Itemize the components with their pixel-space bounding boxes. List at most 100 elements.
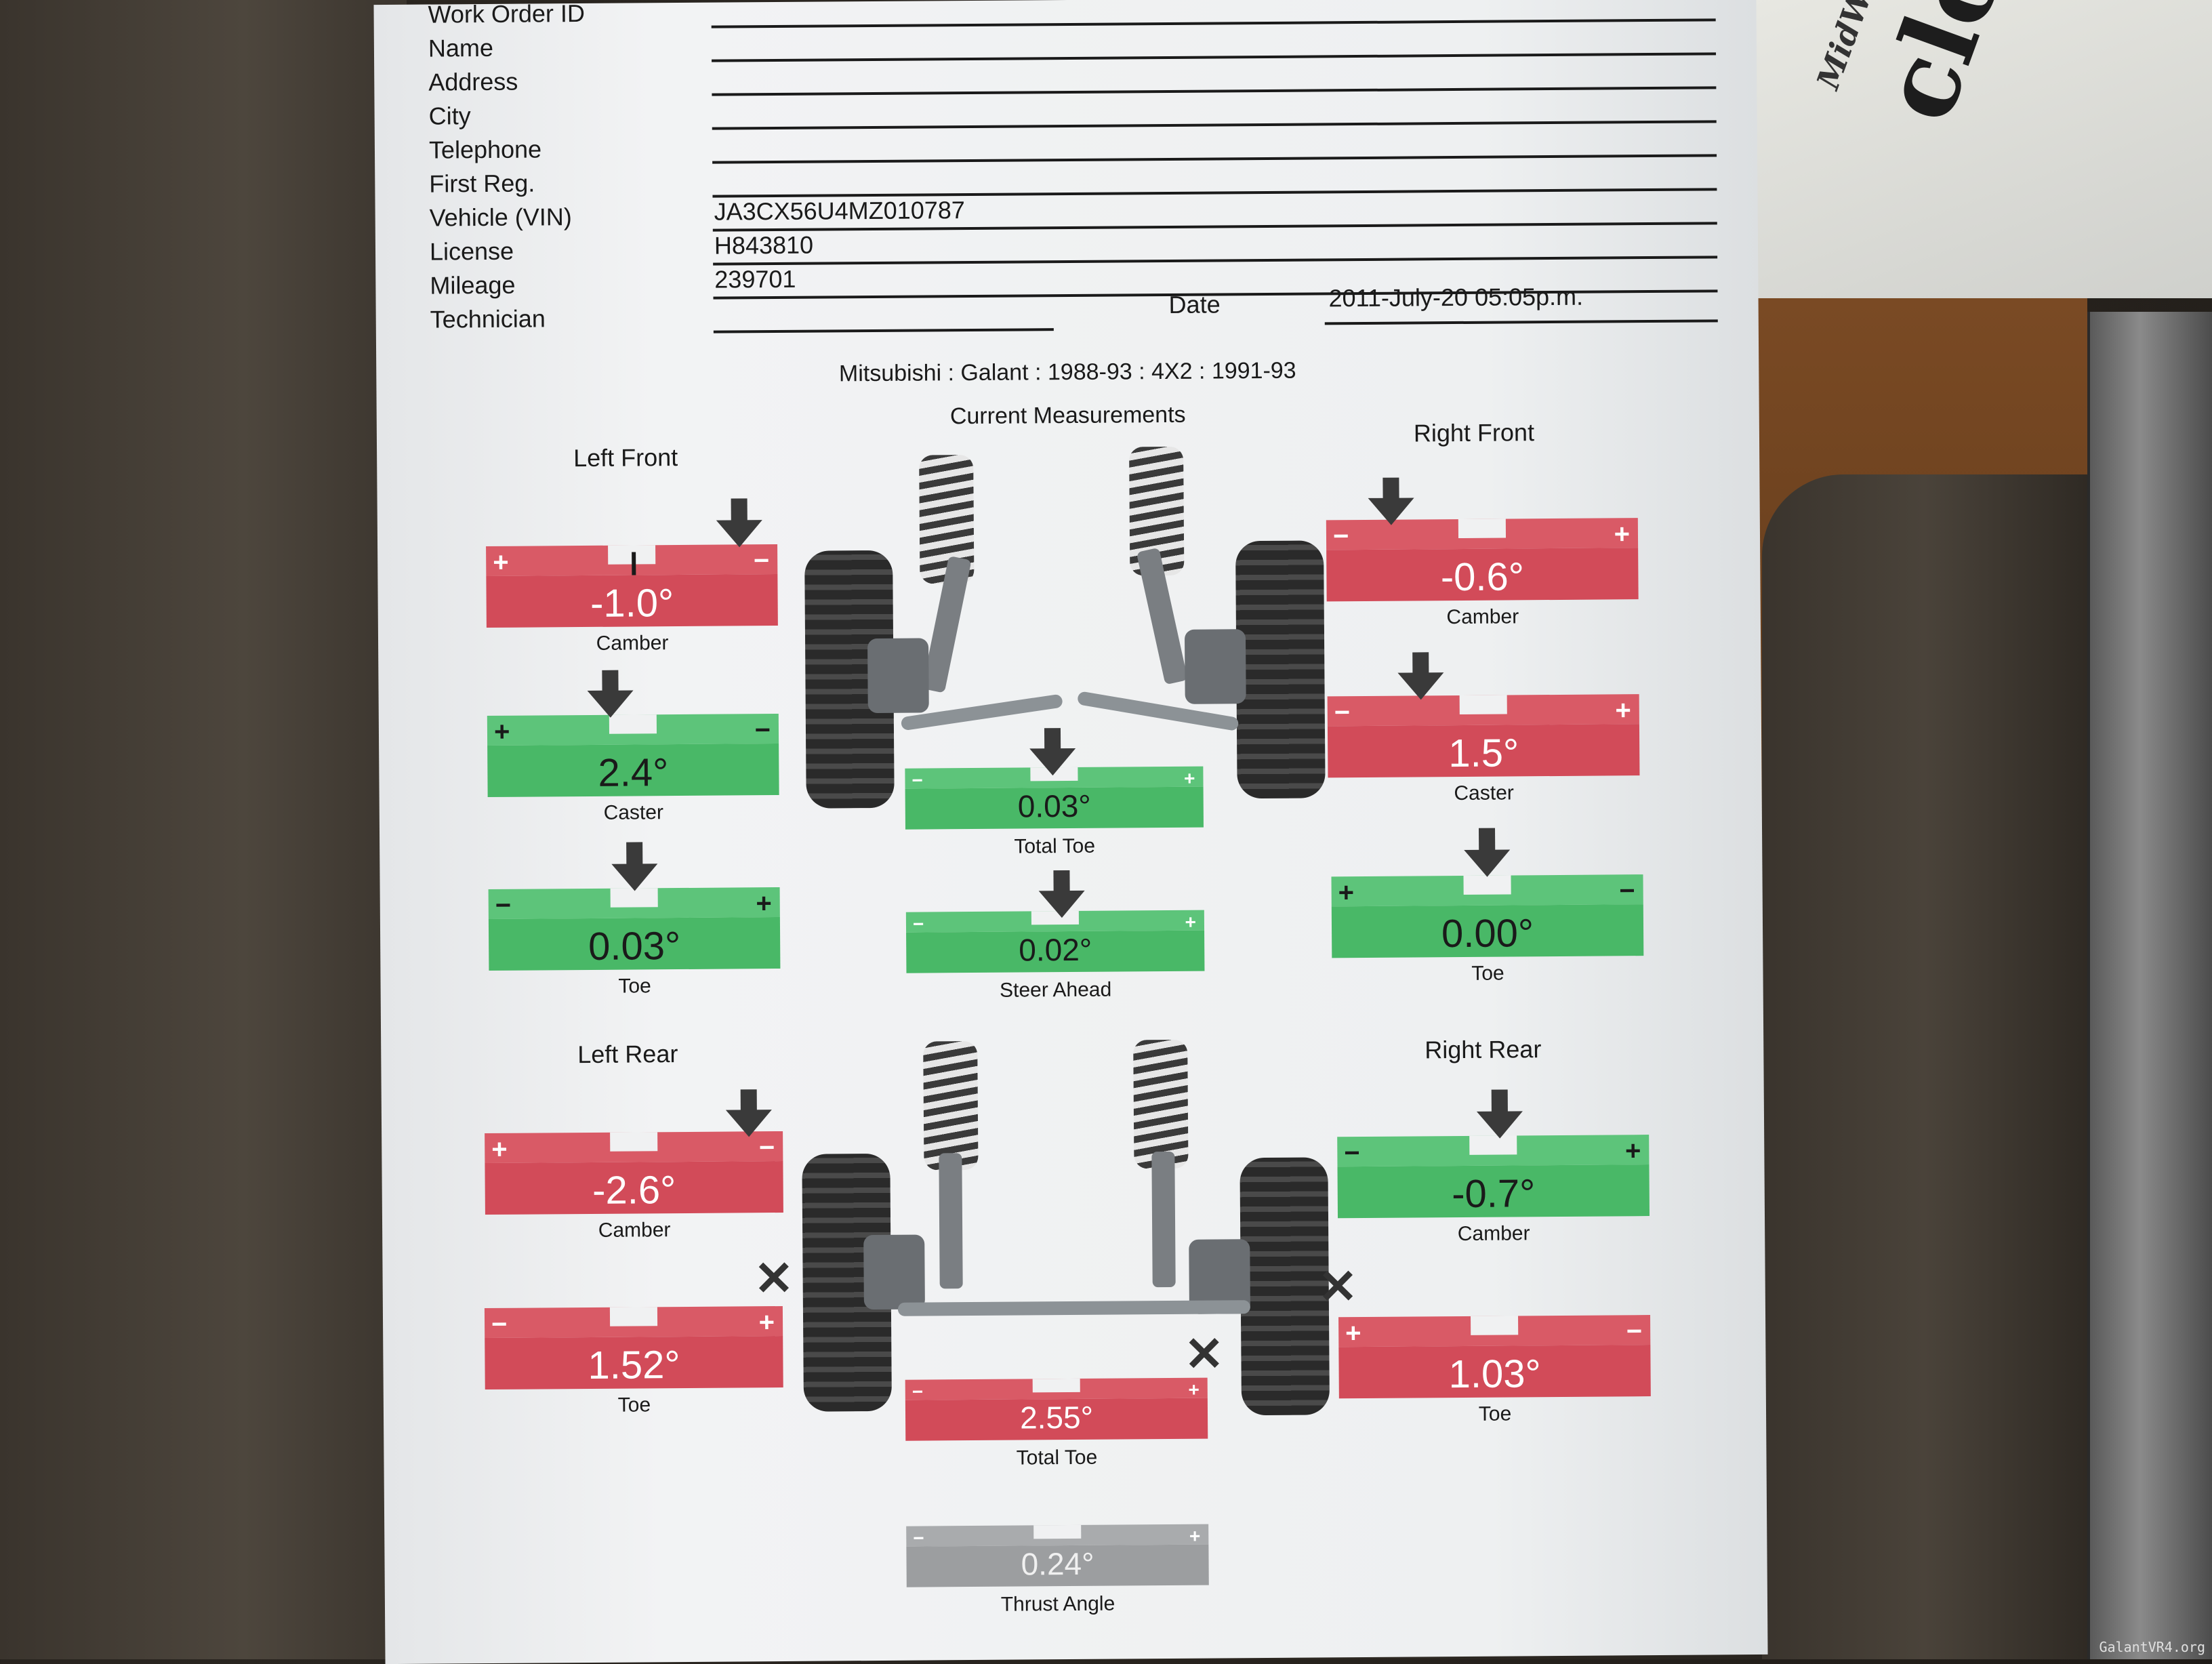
address-label: Address xyxy=(428,67,518,96)
minus-icon: − xyxy=(758,1133,775,1163)
telephone-label: Telephone xyxy=(428,135,542,164)
lf-caster-value: 2.4° xyxy=(598,750,669,795)
rf-camber-value: -0.6° xyxy=(1440,554,1525,600)
mileage-value: 239701 xyxy=(714,264,796,293)
lf-caster-indicator-icon xyxy=(587,690,634,718)
steer-ahead-gauge: − + 0.02° Steer Ahead xyxy=(905,910,1205,1002)
lf-toe-caption: Toe xyxy=(618,975,651,998)
date-value: 2011-July-20 05:05p.m. xyxy=(1328,282,1584,312)
name-label: Name xyxy=(428,33,494,62)
site-watermark: GalantVR4.org xyxy=(2099,1639,2205,1655)
front-total-toe-indicator-icon xyxy=(1029,748,1076,776)
rf-caster-caption: Caster xyxy=(1454,782,1514,805)
city-label: City xyxy=(428,102,471,130)
lf-camber-caption: Camber xyxy=(596,632,669,655)
customer-form: Work Order ID Name Address City Telephon… xyxy=(428,0,1729,333)
lr-camber-value: -2.6° xyxy=(592,1168,676,1213)
plus-icon: + xyxy=(493,547,509,577)
rr-camber-caption: Camber xyxy=(1457,1222,1530,1246)
rr-toe-caption: Toe xyxy=(1478,1402,1512,1425)
vin-value: JA3CX56U4MZ010787 xyxy=(714,196,965,226)
plus-icon: + xyxy=(1338,878,1355,908)
lr-toe-value: 1.52° xyxy=(588,1343,680,1387)
lf-camber-gauge: + − -1.0° Camber xyxy=(486,544,778,655)
date-label: Date xyxy=(1168,290,1221,319)
thrust-angle-value: 0.24° xyxy=(1021,1545,1094,1582)
front-left-hub xyxy=(867,638,929,714)
plus-icon: + xyxy=(1624,1136,1641,1166)
minus-icon: − xyxy=(1332,521,1349,552)
rear-right-strut xyxy=(1151,1151,1176,1288)
lr-toe-caption: Toe xyxy=(617,1394,651,1417)
rf-toe-gauge: + − 0.00° Toe xyxy=(1331,874,1644,985)
rear-left-hub xyxy=(863,1234,925,1310)
rear-left-strut xyxy=(939,1153,963,1289)
lf-toe-indicator-icon xyxy=(611,864,658,891)
right-front-heading: Right Front xyxy=(1413,418,1535,447)
minus-icon: − xyxy=(1619,876,1635,906)
rr-camber-gauge: − + -0.7° Camber xyxy=(1337,1135,1650,1245)
lf-toe-arrow-stem xyxy=(626,842,643,866)
rf-caster-indicator-icon xyxy=(1397,672,1444,700)
minus-icon: − xyxy=(754,715,771,746)
first-reg-label: First Reg. xyxy=(429,169,535,198)
lr-toe-gauge: − + 1.52° Toe xyxy=(484,1305,783,1417)
lf-toe-value: 0.03° xyxy=(588,924,681,969)
right-rear-heading: Right Rear xyxy=(1425,1035,1542,1064)
lf-camber-arrow-stem xyxy=(731,498,747,522)
paper-big-text: clo xyxy=(1857,0,2027,136)
minus-icon: − xyxy=(495,890,512,920)
laptop xyxy=(2087,312,2212,1659)
minus-icon: − xyxy=(491,1309,508,1339)
steer-ahead-caption: Steer Ahead xyxy=(999,978,1112,1002)
license-label: License xyxy=(429,237,514,266)
minus-icon: − xyxy=(1334,697,1351,728)
mileage-label: Mileage xyxy=(430,270,516,300)
chair-right xyxy=(1762,474,2087,1659)
plus-icon: + xyxy=(1614,519,1631,550)
lr-toe-adjust-unavailable-icon: ✕ xyxy=(754,1251,794,1305)
rr-toe-value: 1.03° xyxy=(1448,1352,1541,1397)
left-rear-heading: Left Rear xyxy=(577,1040,678,1069)
front-right-hub xyxy=(1184,629,1246,704)
lf-caster-gauge: + − 2.4° Caster xyxy=(487,714,779,824)
rf-caster-value: 1.5° xyxy=(1448,731,1519,776)
rf-camber-caption: Camber xyxy=(1446,605,1519,629)
minus-icon: − xyxy=(753,546,770,576)
rr-camber-value: -0.7° xyxy=(1451,1171,1536,1217)
rf-toe-caption: Toe xyxy=(1471,962,1504,985)
plus-icon: + xyxy=(491,1134,508,1164)
plus-icon: + xyxy=(493,716,510,747)
lf-toe-gauge: − + 0.03° Toe xyxy=(488,887,781,998)
technician-line xyxy=(713,328,1054,333)
minus-icon: − xyxy=(1626,1316,1643,1347)
lf-camber-value: -1.0° xyxy=(590,581,674,626)
steer-ahead-value: 0.02° xyxy=(1019,931,1092,968)
lr-camber-caption: Camber xyxy=(598,1219,671,1242)
minus-icon: − xyxy=(1344,1138,1360,1169)
vin-label: Vehicle (VIN) xyxy=(429,203,572,232)
chair-left xyxy=(0,0,407,1659)
current-measurements-title: Current Measurements xyxy=(949,401,1186,430)
plus-icon: + xyxy=(1615,695,1631,726)
left-front-heading: Left Front xyxy=(573,443,678,472)
rear-left-spring xyxy=(923,1040,979,1171)
rf-camber-gauge: − + -0.6° Camber xyxy=(1326,518,1639,628)
lf-camber-indicator-icon xyxy=(716,520,763,548)
thrust-angle-caption: Thrust Angle xyxy=(1000,1592,1115,1616)
rf-camber-indicator-icon xyxy=(1368,498,1414,525)
alignment-printout: Work Order ID Name Address City Telephon… xyxy=(373,0,1768,1664)
rr-camber-indicator-icon xyxy=(1476,1111,1523,1139)
plus-icon: + xyxy=(756,889,772,919)
background-papers: MidWest clo xyxy=(1735,0,2212,298)
rr-toe-gauge: + − 1.03° Toe xyxy=(1338,1315,1651,1425)
thrust-angle-gauge: − + 0.24° Thrust Angle xyxy=(906,1524,1209,1616)
technician-row: Technician xyxy=(430,297,1054,335)
rf-caster-gauge: − + 1.5° Caster xyxy=(1327,694,1640,805)
front-total-toe-value: 0.03° xyxy=(1017,788,1091,824)
rf-toe-value: 0.00° xyxy=(1441,911,1534,956)
front-right-wheel xyxy=(1235,540,1326,799)
rf-toe-arrow-stem xyxy=(1478,828,1496,851)
rear-axle-link xyxy=(897,1300,1250,1316)
lf-caster-caption: Caster xyxy=(603,801,664,824)
